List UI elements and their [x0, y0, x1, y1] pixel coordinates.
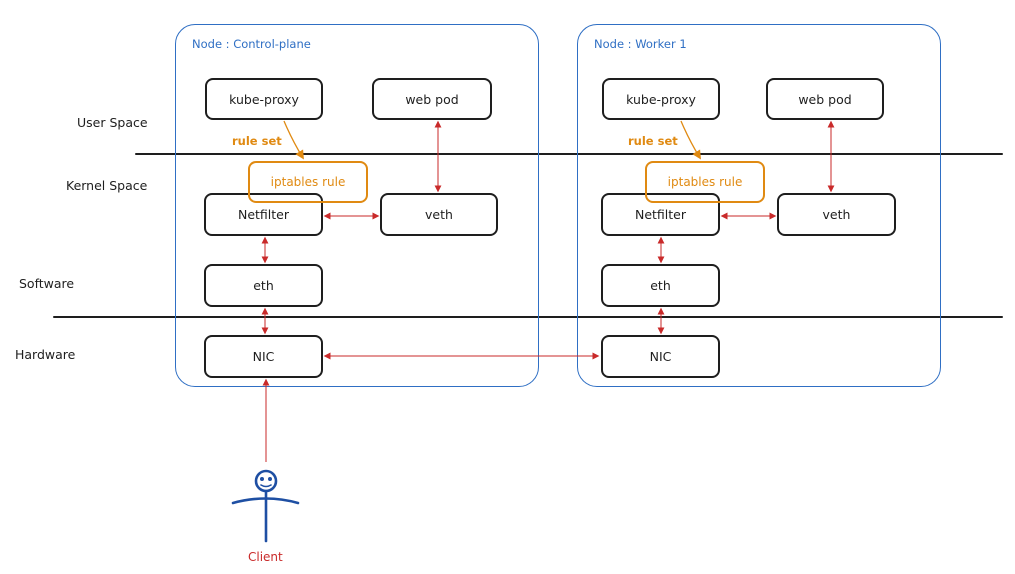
netfilter-box: Netfilter	[204, 193, 323, 236]
netfilter-box: Netfilter	[601, 193, 720, 236]
iptables-rule-box: iptables rule	[248, 161, 368, 203]
iptables-rule-box: iptables rule	[645, 161, 765, 203]
nic-box: NIC	[204, 335, 323, 378]
web-pod-box: web pod	[766, 78, 884, 120]
veth-box: veth	[777, 193, 896, 236]
client-label: Client	[248, 550, 283, 564]
software-hardware-divider	[53, 316, 1003, 318]
eth-box: eth	[601, 264, 720, 307]
kube-proxy-box: kube-proxy	[205, 78, 323, 120]
rule-set-label: rule set	[628, 134, 678, 148]
rule-set-label: rule set	[232, 134, 282, 148]
eth-box: eth	[204, 264, 323, 307]
node-worker-1: Node : Worker 1	[577, 24, 941, 387]
kube-proxy-to-iptables-arrow	[680, 120, 701, 160]
client-person-icon	[231, 469, 300, 543]
veth-box: veth	[380, 193, 498, 236]
layer-label-software: Software	[19, 276, 75, 291]
kube-proxy-to-iptables-arrow	[283, 120, 304, 160]
node-title: Node : Control-plane	[192, 37, 311, 51]
user-kernel-divider	[135, 153, 1003, 155]
nic-box: NIC	[601, 335, 720, 378]
kube-proxy-box: kube-proxy	[602, 78, 720, 120]
layer-label-hardware: Hardware	[15, 347, 76, 362]
node-control-plane: Node : Control-plane	[175, 24, 539, 387]
layer-label-kernel-space: Kernel Space	[66, 178, 148, 193]
web-pod-box: web pod	[372, 78, 492, 120]
layer-label-user-space: User Space	[77, 115, 148, 130]
node-title: Node : Worker 1	[594, 37, 687, 51]
